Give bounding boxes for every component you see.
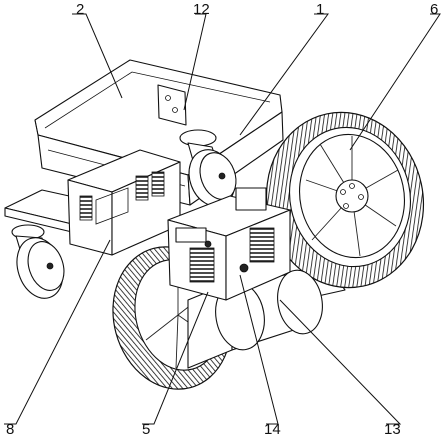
leader-lines [4,13,441,425]
label-part-1: 1 [316,1,324,18]
drive-wheel-right [261,111,425,301]
label-part-13: 13 [384,421,401,435]
suspension-block-left [67,149,181,256]
central-suspension-module [167,187,291,301]
label-part-14: 14 [264,421,281,435]
caster-wheel-left [11,224,65,299]
label-part-2: 2 [76,1,84,18]
label-part-6: 6 [430,1,438,18]
mounting-bracket [157,84,187,126]
label-part-12: 12 [193,1,210,18]
label-part-8: 8 [6,421,14,435]
label-part-5: 5 [142,421,150,435]
part-labels: 2 12 1 6 8 5 14 13 [6,1,438,435]
caster-wheel-upper [179,129,237,207]
